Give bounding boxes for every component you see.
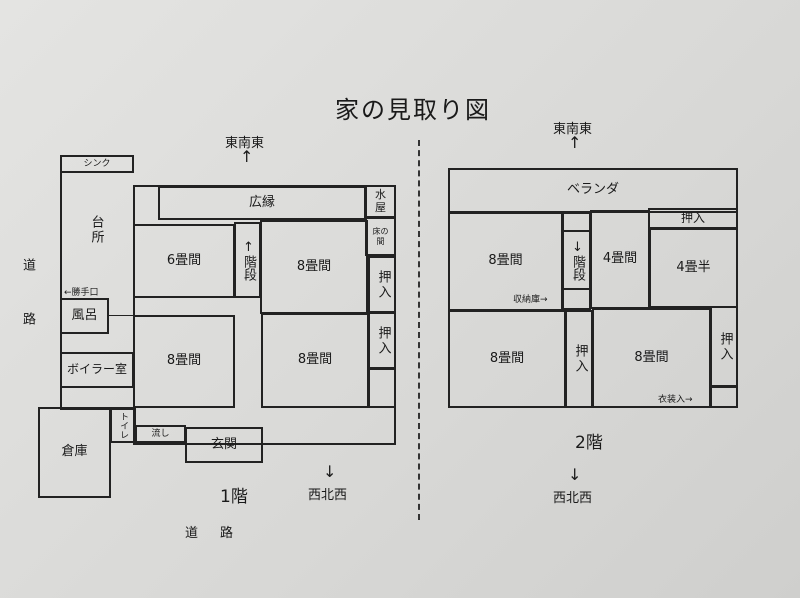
room-8-tatami-sw: 8畳間 <box>448 310 566 408</box>
north-arrow-icon: ↑ <box>240 147 254 166</box>
room-tokonoma: 床の間 <box>365 217 396 256</box>
room-closet-top: 押入 <box>648 208 738 229</box>
room-sink: シンク <box>60 155 134 173</box>
south-label-1f: 西北西 <box>308 488 348 503</box>
room-entrance: 玄関 <box>185 427 263 463</box>
room-closet-2: 押入 <box>368 312 396 369</box>
back-door-label: ←勝手口 <box>64 288 99 298</box>
room-stairs-2f: ↓階段 <box>562 230 591 290</box>
room-washing: 流し <box>135 425 186 443</box>
room-balcony: ベランダ <box>448 168 738 213</box>
wardrobe-label: 衣装入→ <box>658 395 693 405</box>
north-arrow-icon: ↑ <box>568 133 582 152</box>
room-8-tatami-ne: 8畳間 <box>260 220 368 314</box>
south-arrow-icon: ↓ <box>323 462 337 481</box>
room-closet-mid: 押入 <box>565 310 593 408</box>
room-toilet: トイレ <box>110 407 136 443</box>
road-label-left: 道 路 <box>20 258 35 339</box>
room-veranda-hiroen: 広縁 <box>158 186 366 220</box>
room-bath: 風呂 <box>60 298 109 334</box>
road-label-bottom: 道路 <box>185 526 256 541</box>
bath-corridor <box>108 315 134 316</box>
room-4-tatami: 4畳間 <box>590 210 650 309</box>
room-6-tatami: 6畳間 <box>133 224 235 298</box>
south-arrow-icon: ↓ <box>568 465 582 484</box>
room-closet-1: 押入 <box>368 256 396 313</box>
room-kitchen: 台所 <box>88 215 104 245</box>
room-8-tatami-center: 8畳間 <box>133 315 235 408</box>
floor1-label: 1階 <box>220 487 248 507</box>
room-boiler: ボイラー室 <box>60 352 134 388</box>
storage-label: 収納庫→ <box>513 295 548 305</box>
room-storage: 倉庫 <box>38 407 111 498</box>
room-4-and-half-tatami: 4畳半 <box>649 228 738 308</box>
floor-divider <box>418 140 420 520</box>
closet-empty <box>368 368 396 408</box>
north-label-1f: 東南東 <box>225 136 265 151</box>
page-title: 家の見取り図 <box>335 96 491 124</box>
room-closet-right: 押入 <box>710 306 738 387</box>
north-label-2f: 東南東 <box>553 122 593 137</box>
room-stairs-1f: ↑階段 <box>234 222 261 298</box>
room-mizuya: 水屋 <box>365 185 396 218</box>
room-8-tatami-e: 8畳間 <box>261 313 369 408</box>
closet-empty-2f <box>710 386 738 408</box>
south-label-2f: 西北西 <box>553 491 593 506</box>
floor2-label: 2階 <box>575 433 603 453</box>
room-8-tatami-se: 8畳間 <box>592 308 711 408</box>
